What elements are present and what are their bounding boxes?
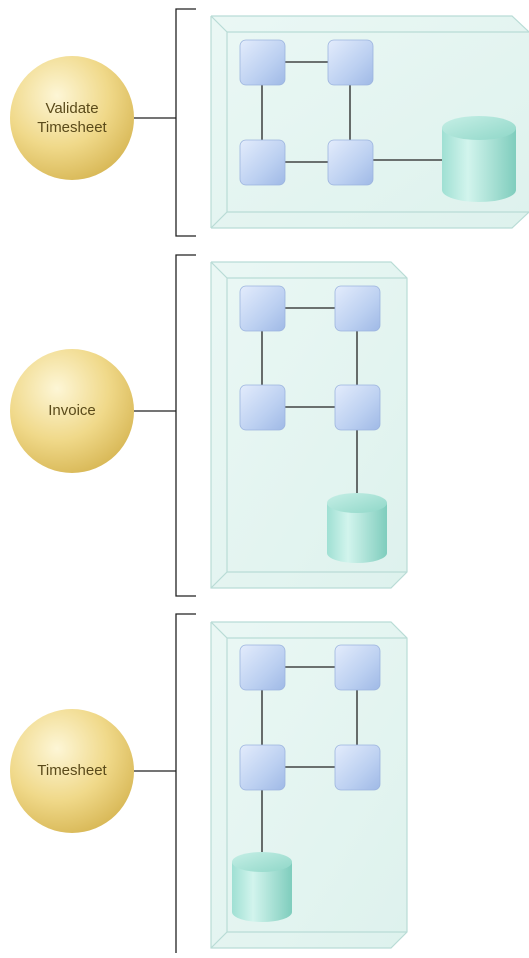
service-group-timesheet (10, 613, 408, 953)
process-node (239, 139, 286, 186)
database-cylinder (442, 116, 516, 202)
database-cylinder (232, 852, 292, 922)
bracket (175, 8, 196, 237)
service-circle (10, 56, 134, 180)
process-node (327, 139, 374, 186)
process-node (327, 39, 374, 86)
process-node (239, 39, 286, 86)
process-node (239, 644, 286, 691)
service-circle (10, 709, 134, 833)
service-group-invoice (10, 254, 408, 597)
database-cylinder (327, 493, 387, 563)
process-node (334, 384, 381, 431)
process-node (334, 744, 381, 791)
process-node (239, 285, 286, 332)
process-node (334, 285, 381, 332)
bracket (175, 254, 196, 597)
service-group-validate-timesheet (10, 8, 529, 237)
process-node (239, 744, 286, 791)
service-circle (10, 349, 134, 473)
process-node (334, 644, 381, 691)
process-node (239, 384, 286, 431)
bracket (175, 613, 196, 953)
